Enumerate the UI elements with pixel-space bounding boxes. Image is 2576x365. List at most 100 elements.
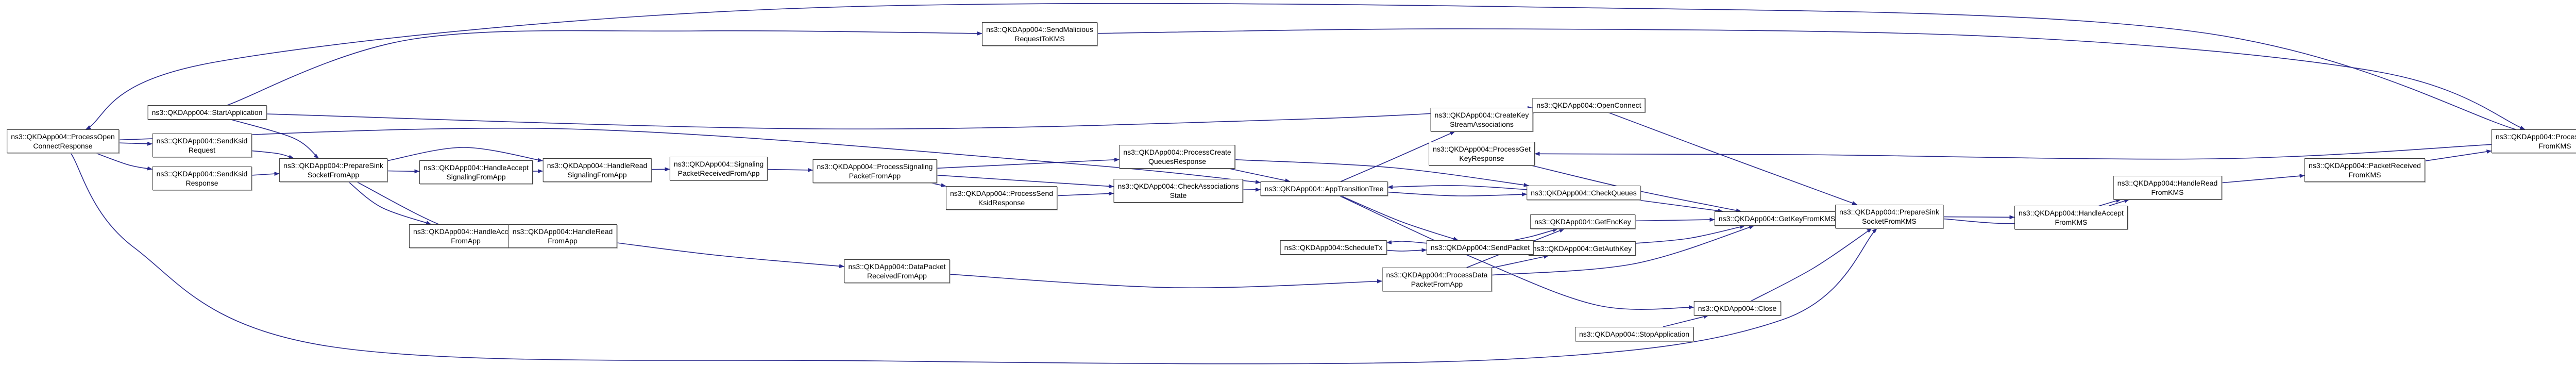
node-label-line: FromKMS — [2055, 218, 2088, 226]
graph-edge — [1235, 159, 1529, 187]
graph-node[interactable]: ns3::QKDApp004::AppTransitionTree — [1260, 181, 1388, 196]
graph-node[interactable]: ns3::QKDApp004::CheckQueues — [1527, 186, 1641, 200]
node-label-line: QueuesResponse — [1148, 157, 1207, 165]
graph-node[interactable]: ns3::QKDApp004::ScheduleTx — [1280, 240, 1387, 255]
node-label-line: ns3::QKDApp004::SendMalicious — [986, 25, 1093, 34]
node-label-line: ns3::QKDApp004::ProcessCreate — [1123, 148, 1231, 156]
graph-edge — [1387, 191, 1527, 196]
graph-node[interactable]: ns3::QKDApp004::ProcessResponseFromKMS — [2491, 129, 2576, 153]
node-label-line: ns3::QKDApp004::PrepareSink — [283, 161, 383, 170]
graph-edge — [1387, 185, 1527, 190]
node-label-line: ns3::QKDApp004::GetEncKey — [1534, 218, 1631, 226]
graph-node[interactable]: ns3::QKDApp004::StopApplication — [1574, 327, 1694, 341]
graph-edge — [1637, 200, 1723, 213]
graph-edge — [1635, 218, 1715, 222]
graph-edge — [1608, 112, 1857, 205]
node-label-line: ns3::QKDApp004::SendKsid — [156, 170, 248, 178]
node-label-line: ns3::QKDApp004::DataPacket — [848, 262, 946, 271]
node-label-line: ns3::QKDApp004::ProcessResponse — [2495, 132, 2576, 141]
graph-edge — [2222, 174, 2305, 184]
graph-edge — [1492, 225, 1755, 276]
node-label-line: StreamAssociations — [1450, 120, 1514, 128]
node-label-line: SignalingFromApp — [567, 171, 627, 179]
graph-edge — [937, 157, 1120, 169]
graph-edge — [930, 182, 946, 188]
node-label-line: SocketFromKMS — [1862, 217, 1917, 225]
node-label-line: ns3::QKDApp004::SendKsid — [156, 137, 248, 145]
graph-edge — [2425, 150, 2492, 161]
graph-edge — [387, 169, 420, 174]
graph-node[interactable]: ns3::QKDApp004::Close — [1693, 301, 1781, 316]
graph-edge — [1751, 228, 1872, 302]
graph-node[interactable]: ns3::QKDApp004::GetEncKey — [1530, 214, 1635, 229]
node-label-line: PacketFromApp — [1411, 280, 1463, 288]
graph-edge — [251, 172, 280, 176]
graph-node[interactable]: ns3::QKDApp004::GetKeyFromKMS — [1714, 211, 1840, 226]
graph-edge — [1341, 131, 1455, 182]
node-label-line: SignalingFromApp — [446, 173, 506, 181]
graph-edge — [1097, 28, 2526, 130]
graph-edge — [651, 167, 670, 172]
graph-edge — [251, 150, 294, 159]
graph-node[interactable]: ns3::QKDApp004::SendPacket — [1426, 240, 1534, 255]
graph-edge — [231, 119, 319, 159]
graph-edge — [387, 147, 543, 162]
node-label-line: FromApp — [451, 237, 481, 245]
node-label-line: ns3::QKDApp004::ProcessSignaling — [817, 162, 933, 171]
graph-edge — [937, 175, 1114, 189]
node-label-line: ns3::QKDApp004::ProcessSend — [950, 189, 1054, 197]
graph-node[interactable]: ns3::QKDApp004::GetAuthKey — [1528, 241, 1636, 256]
graph-edge — [1492, 255, 1549, 269]
node-label-line: ns3::QKDApp004::ScheduleTx — [1284, 243, 1383, 252]
node-label-line: Response — [185, 179, 218, 187]
graph-edge — [1057, 191, 1114, 196]
node-label-line: FromApp — [548, 237, 578, 245]
node-label-line: ns3::QKDApp004::HandleRead — [2117, 179, 2218, 187]
node-label-line: ns3::QKDApp004::HandleRead — [547, 161, 648, 170]
node-label-line: ns3::QKDApp004::HandleAccept — [413, 227, 518, 236]
graph-edge — [617, 242, 844, 269]
node-label-line: ns3::QKDApp004::GetAuthKey — [1532, 244, 1632, 253]
node-label-line: ns3::QKDApp004::GetKeyFromKMS — [1718, 214, 1836, 223]
node-label-line: ns3::QKDApp004::CreateKey — [1434, 111, 1529, 119]
node-label-line: ns3::QKDApp004::CheckAssociations — [1117, 182, 1239, 190]
graph-edge — [1341, 195, 1459, 241]
graph-edge — [1534, 144, 2492, 160]
node-label-line: ns3::QKDApp004::Signaling — [673, 160, 764, 168]
graph-edge — [70, 153, 1877, 364]
node-label-line: ns3::QKDApp004::HandleRead — [512, 227, 613, 236]
graph-node[interactable]: ns3::QKDApp004::OpenConnect — [1532, 98, 1646, 112]
node-label-line: PacketFromApp — [849, 172, 901, 180]
node-label-line: FromKMS — [2538, 142, 2571, 150]
graph-edge — [348, 181, 432, 225]
graph-node[interactable]: ns3::QKDApp004::StartApplication — [147, 105, 267, 120]
node-label-line: FromKMS — [2348, 171, 2381, 179]
graph-edge — [118, 127, 1261, 184]
node-label-line: ConnectResponse — [33, 142, 93, 150]
graph-edge — [2109, 199, 2130, 206]
graph-edge — [1513, 228, 1558, 241]
node-label-line: ReceivedFromApp — [867, 272, 927, 280]
